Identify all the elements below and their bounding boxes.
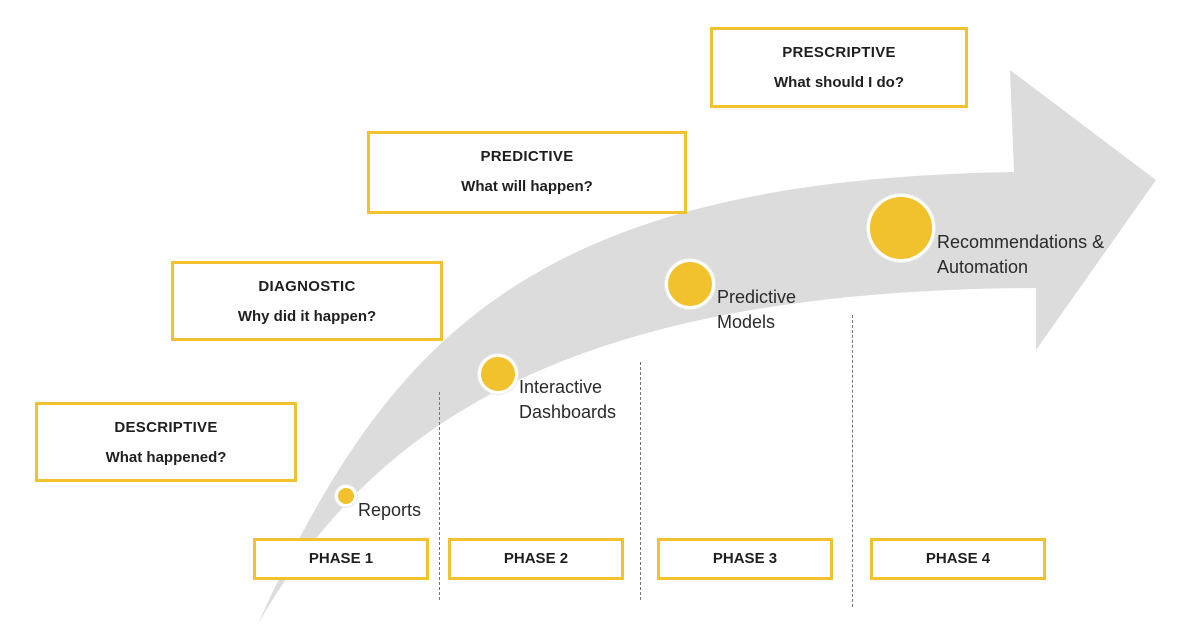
milestone-label-line: Dashboards [519,402,617,422]
milestone-dot-automation [867,194,935,262]
milestone-label-line: Interactive [519,377,603,397]
milestone-dot-predictive-models [665,259,715,309]
phase-divider-1 [439,392,440,600]
stage-title: DIAGNOSTIC [258,278,356,295]
milestone-dot-reports [335,485,357,507]
phase-divider-2 [640,362,641,600]
stage-predictive: PREDICTIVE What will happen? [367,131,687,214]
milestone-label-dashboards: Interactive Dashboards [519,375,616,425]
phase-2-label: PHASE 2 [448,538,624,580]
phase-divider-3 [852,315,853,607]
stage-diagnostic: DIAGNOSTIC Why did it happen? [171,261,443,341]
stage-title: PREDICTIVE [480,148,574,165]
milestone-label-line: Recommendations & [937,232,1105,252]
milestone-label-reports: Reports [358,498,421,523]
phase-3-label: PHASE 3 [657,538,833,580]
milestone-dot-dashboards [478,354,518,394]
milestone-label-line: Reports [358,500,422,520]
stage-question: Why did it happen? [237,308,377,325]
stage-title: DESCRIPTIVE [114,419,218,436]
milestone-label-line: Models [717,312,776,332]
stage-question: What will happen? [461,178,593,195]
milestone-label-automation: Recommendations & Automation [937,230,1104,280]
milestone-label-line: Predictive [717,287,797,307]
stage-descriptive: DESCRIPTIVE What happened? [35,402,297,482]
milestone-label-predictive-models: Predictive Models [717,285,796,335]
stage-question: What should I do? [774,74,904,91]
stage-prescriptive: PRESCRIPTIVE What should I do? [710,27,968,108]
phase-4-label: PHASE 4 [870,538,1046,580]
milestone-label-line: Automation [937,257,1029,277]
stage-title: PRESCRIPTIVE [782,44,896,61]
stage-question: What happened? [105,449,227,466]
phase-1-label: PHASE 1 [253,538,429,580]
